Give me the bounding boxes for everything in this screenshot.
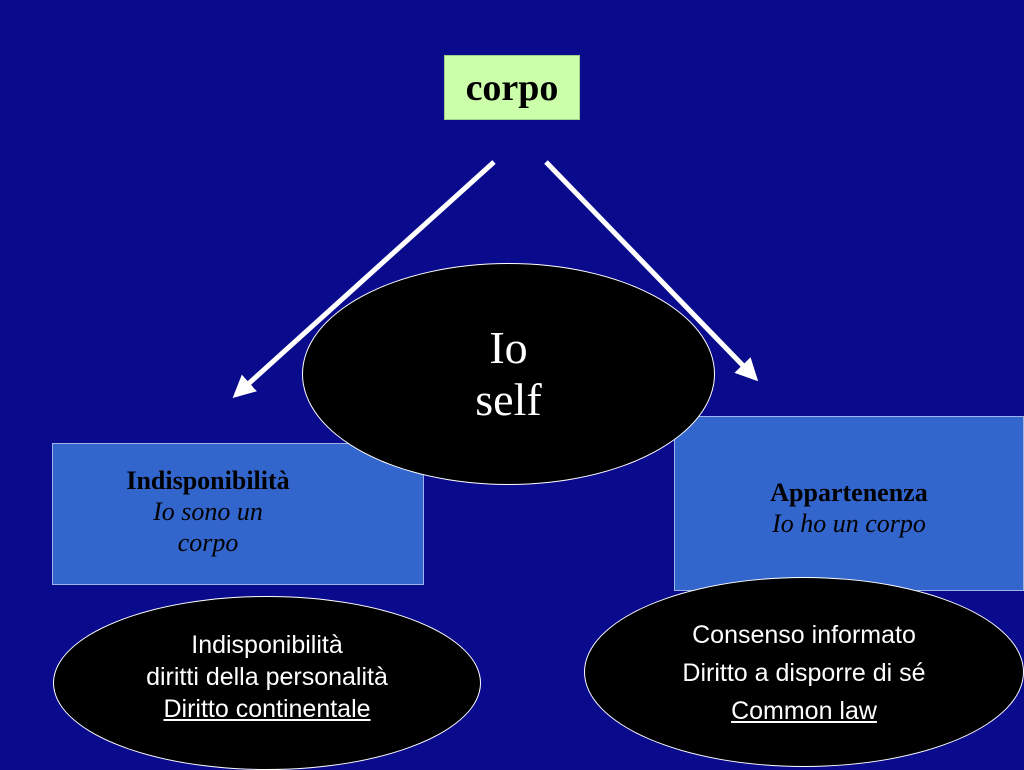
corpo-box: corpo [444,55,580,120]
right-ellipse-line2: Diritto a disporre di sé [682,659,926,687]
right-ellipse-line3: Common law [731,697,877,725]
right-ellipse: Consenso informato Diritto a disporre di… [584,577,1024,767]
left-ellipse: Indisponibilità diritti della personalit… [53,596,481,770]
left-box-subtitle-line1: Io sono un [153,496,263,526]
left-ellipse-line1: Indisponibilità [191,631,343,659]
right-ellipse-line1: Consenso informato [692,621,916,649]
right-box-title: Appartenenza [770,477,928,507]
right-box-subtitle: Io ho un corpo [772,508,926,538]
appartenenza-box: Appartenenza Io ho un corpo [674,416,1024,591]
self-ellipse: Io self [302,263,715,485]
left-box-subtitle-line2: corpo [177,527,239,557]
left-ellipse-line3: Diritto continentale [163,695,371,723]
self-line2: self [475,374,542,425]
corpo-label: corpo [465,66,559,109]
indisponibilita-box: Indisponibilità Io sono un corpo [52,443,424,585]
left-box-title: Indisponibilità [126,465,290,495]
self-line1: Io [489,322,528,373]
left-ellipse-line2: diritti della personalità [146,663,388,691]
